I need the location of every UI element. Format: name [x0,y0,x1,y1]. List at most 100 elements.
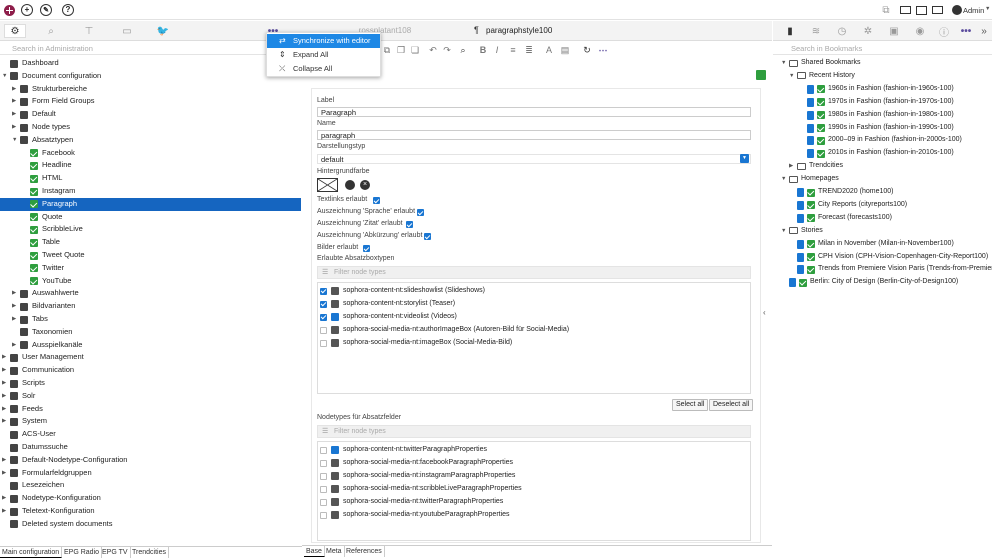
panel-splitter[interactable]: ‹ [760,42,772,542]
tree-item[interactable]: ScribbleLive [0,223,301,236]
table-icon[interactable]: ▤ [560,45,570,55]
collapsed-arrow-icon[interactable]: ▶ [789,163,794,170]
nodetype-list-item[interactable]: sophora-social-media-nt:facebookParagrap… [318,457,748,469]
bookmark-item[interactable]: Milan in November (Milan-in-November100) [789,238,991,251]
bookmark-item[interactable]: CPH Vision (CPH-Vision-Copenhagen-City-R… [789,251,991,264]
nodetype-checkbox[interactable] [320,446,327,454]
tree-item[interactable]: ▶Default-Nodetype-Configuration [0,454,301,467]
bookmark-item[interactable]: Forecast (forecasts100) [789,212,991,225]
admin-gear-icon[interactable]: ⚙ [4,24,26,38]
more-menu-icon[interactable]: ••• [267,25,279,37]
help-icon[interactable]: ? [61,3,75,17]
collapsed-arrow-icon[interactable]: ▶ [12,290,17,297]
boxtype-list-item[interactable]: sophora-content-nt:slideshowlist (Slides… [318,285,748,297]
tree-item[interactable]: Deleted system documents [0,518,301,531]
expanded-arrow-icon[interactable]: ▼ [12,136,18,143]
collapsed-arrow-icon[interactable]: ▶ [12,316,17,322]
bookmark-item[interactable]: City Reports (cityreports100) [789,199,991,212]
bold-icon[interactable]: B [479,45,487,55]
bookmark-item[interactable]: 1980s in Fashion (fashion-in-1980s-100) [799,109,991,122]
user-dropdown-icon[interactable]: ▼ [985,6,991,12]
user-label[interactable]: Admin [963,6,985,15]
spellcheck-icon[interactable]: A [545,45,552,55]
expanded-arrow-icon[interactable]: ▼ [781,60,787,66]
layout-icon[interactable]: ⧉ [882,4,890,16]
nodetypes-filter-input[interactable]: Filter node types [317,425,751,438]
tree-item[interactable]: ▶System [0,415,301,428]
tree-item[interactable]: ▼Absatztypen [0,134,301,147]
bookmark-item[interactable]: TREND2020 (home100) [789,186,991,199]
collapsed-arrow-icon[interactable]: ▶ [12,303,17,310]
tree-item[interactable]: ▶Solr [0,390,301,403]
add-icon[interactable]: + [20,3,34,17]
expanded-arrow-icon[interactable]: ▼ [2,72,8,79]
tab-base[interactable]: Base [304,546,325,557]
nodetype-checkbox[interactable] [320,511,327,519]
display-type-dropdown-icon[interactable]: ▼ [740,154,749,163]
tree-item[interactable]: ▶Nodetype-Konfiguration [0,492,301,505]
tree-item[interactable]: Taxonomien [0,326,301,339]
copy-icon[interactable]: ⧉ [383,45,391,55]
tree-item[interactable]: Table [0,236,301,249]
tree-item[interactable]: ▼Document configuration [0,70,301,83]
collapsed-arrow-icon[interactable]: ▶ [2,508,7,514]
tree-item[interactable]: ▶Auswahlwerte [0,287,301,300]
unordered-list-icon[interactable]: ≣ [525,45,533,55]
tree-item[interactable]: Lesezeichen [0,479,301,492]
nodetype-checkbox[interactable] [320,459,327,467]
tab-trendcities[interactable]: Trendcities [130,547,169,558]
image-icon[interactable]: ▣ [889,25,899,37]
admin-search-input[interactable]: Search in Administration [0,42,302,55]
boxtype-checkbox[interactable] [320,300,327,308]
user-avatar-icon[interactable] [950,3,964,17]
italic-icon[interactable]: I [495,45,499,55]
nodetype-list-item[interactable]: sophora-social-media-nt:twitterParagraph… [318,496,748,508]
tree-item[interactable]: Headline [0,159,301,172]
paste-icon[interactable]: ❏ [410,45,420,55]
collapsed-arrow-icon[interactable]: ▶ [2,392,7,399]
collapsed-arrow-icon[interactable]: ▶ [2,456,7,463]
settings-icon[interactable]: ✲ [863,25,873,37]
boxtype-checkbox[interactable] [320,287,327,295]
tree-item[interactable]: Tweet Quote [0,249,301,262]
tree-item[interactable]: YouTube [0,275,301,288]
tab-epg-radio[interactable]: EPG Radio [62,547,103,558]
tree-item[interactable]: Datumssuche [0,441,301,454]
tab-epg-tv[interactable]: EPG TV [100,547,131,558]
mail-icon[interactable] [930,3,944,17]
ordered-list-icon[interactable]: ≡ [510,45,516,55]
tree-item[interactable]: ▶Tabs [0,313,301,326]
twitter-icon[interactable]: 🐦 [156,25,170,37]
tab-inactive-document[interactable]: ...rossplatant108 [352,26,412,35]
right-more-arrow-icon[interactable]: » [981,25,987,37]
collapsed-arrow-icon[interactable]: ▶ [12,98,17,105]
tree-item[interactable]: Paragraph [0,197,301,211]
collapsed-arrow-icon[interactable]: ▶ [12,124,17,130]
menu-collapse-all[interactable]: ⤫Collapse All [267,62,380,76]
tree-item[interactable]: ▶Communication [0,364,301,377]
more-actions-icon[interactable]: ⋯ [598,45,608,55]
info-icon[interactable]: ⓘ [939,27,949,39]
tree-item[interactable]: ▶Node types [0,121,301,134]
label-field[interactable]: Paragraph [317,107,751,117]
bookmark-item[interactable]: 2010s in Fashion (fashion-in-2010s-100) [799,147,991,160]
menu-synchronize-with-editor[interactable]: ⇄Synchronize with editor [267,34,380,48]
tree-item[interactable]: ▶Form Field Groups [0,95,301,108]
opt-bilder-checkbox[interactable] [363,245,370,252]
app-logo-icon[interactable] [2,3,16,17]
tab-main-configuration[interactable]: Main configuration [0,547,63,558]
tree-item[interactable]: ▶Bildvarianten [0,300,301,313]
boxtype-list-item[interactable]: sophora-social-media-nt:imageBox (Social… [318,337,748,349]
bookmark-item[interactable]: Trends from Premiere Vision Paris (Trend… [789,263,992,276]
boxtypes-filter-input[interactable]: Filter node types [317,266,751,279]
bookmark-item[interactable]: 2000–09 in Fashion (fashion-in-2000s-100… [799,134,991,147]
bookmark-search-input[interactable]: Search in Bookmarks [773,42,992,55]
boxtype-list-item[interactable]: sophora-content-nt:storylist (Teaser) [318,298,748,310]
nodetype-checkbox[interactable] [320,498,327,506]
undo-icon[interactable]: ↶ [429,45,437,55]
tree-item[interactable]: Facebook [0,147,301,160]
clear-color-icon[interactable]: × [360,180,370,190]
collapsed-arrow-icon[interactable]: ▶ [2,367,7,374]
layers-icon[interactable]: ≋ [811,25,821,37]
nodetype-list-item[interactable]: sophora-social-media-nt:instagramParagra… [318,470,748,482]
